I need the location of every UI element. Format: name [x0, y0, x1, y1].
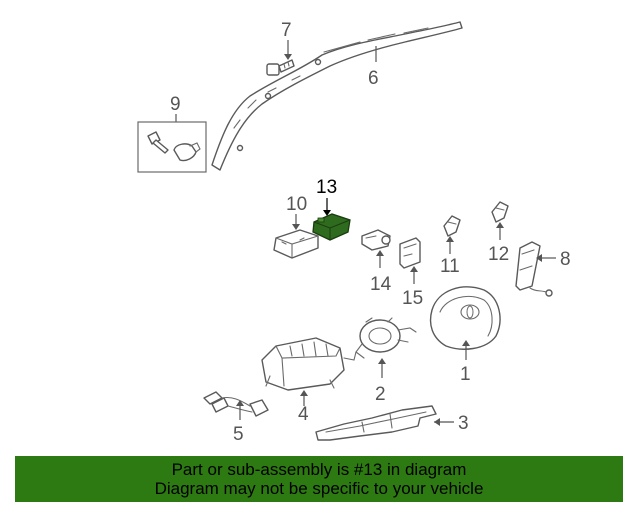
- part-15-bracket: [399, 237, 421, 269]
- callout-2: 2: [375, 384, 386, 405]
- callout-15: 15: [402, 288, 423, 309]
- callout-11: 11: [440, 256, 460, 277]
- arrowhead-13: [323, 210, 331, 216]
- notice-line-part: Part or sub-assembly is #13 in diagram: [171, 460, 467, 479]
- part-3-bracket: [315, 405, 437, 441]
- callout-14: 14: [370, 274, 392, 295]
- part-7-bolt: [266, 59, 295, 76]
- part-13-highlighted-sensor: [312, 213, 351, 241]
- callout-8: 8: [560, 249, 571, 270]
- part-10-module: [273, 229, 319, 259]
- arrowhead-12: [496, 222, 504, 228]
- part-2-clock-spring: [355, 317, 417, 359]
- part-14-sensor: [361, 229, 391, 251]
- callout-1: 1: [460, 364, 471, 385]
- arrowhead-10: [292, 224, 300, 230]
- callout-7: 7: [281, 20, 292, 41]
- callout-12: 12: [488, 244, 509, 265]
- arrowhead-11: [446, 236, 454, 242]
- arrowhead-7: [284, 54, 292, 60]
- callout-5: 5: [233, 424, 244, 445]
- arrowhead-8: [536, 254, 542, 262]
- part-11-sensor: [443, 215, 461, 237]
- part-1-steering-airbag: [429, 286, 501, 350]
- part-9-frame: [137, 121, 207, 173]
- arrowhead-14: [376, 250, 384, 256]
- part-8-airbag-unit: [515, 241, 553, 297]
- callout-13: 13: [316, 177, 337, 198]
- part-5-harness: [203, 391, 269, 417]
- arrowhead-4: [300, 390, 308, 396]
- part-12-sensor: [491, 201, 509, 223]
- callout-3: 3: [458, 413, 469, 434]
- arrowhead-15: [410, 266, 418, 272]
- arrowhead-5: [236, 400, 244, 406]
- part-9-bolt-and-sensor: [147, 131, 201, 162]
- part-6-curtain-airbag: [211, 21, 463, 171]
- callout-4: 4: [298, 404, 309, 425]
- arrowhead-2: [378, 358, 386, 364]
- callout-6: 6: [368, 68, 379, 89]
- arrowhead-1: [462, 340, 470, 346]
- callout-10: 10: [286, 194, 307, 215]
- notice-line-disclaimer: Diagram may not be specific to your vehi…: [154, 479, 484, 498]
- arrowhead-3: [434, 418, 440, 426]
- part-4-passenger-airbag: [261, 337, 357, 391]
- part-notice-banner: Part or sub-assembly is #13 in diagram D…: [15, 456, 623, 502]
- callout-9: 9: [170, 94, 181, 115]
